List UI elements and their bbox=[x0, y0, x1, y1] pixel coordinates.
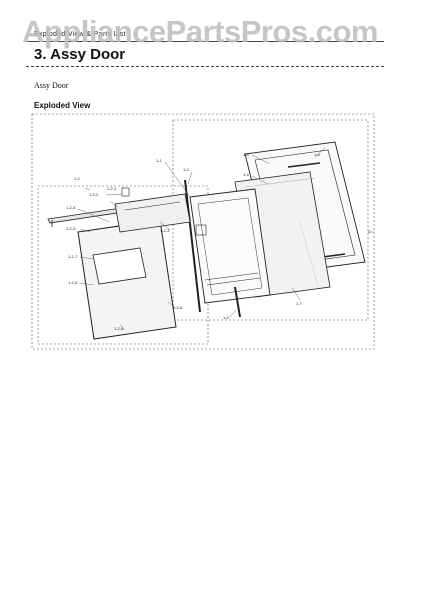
watermark: AppliancePartsPros.com bbox=[22, 14, 378, 49]
callout-1-7: 1-7 bbox=[296, 301, 303, 306]
callout-1-2-4: 1-2-4 bbox=[66, 205, 76, 210]
callout-1-5: 1-5 bbox=[223, 315, 230, 320]
callout-1-2-6: 1-2-6 bbox=[173, 305, 183, 310]
callout-1-2-9: 1-2-9 bbox=[66, 226, 76, 231]
leader-lines bbox=[77, 147, 374, 331]
callout-1-1: 1-1 bbox=[156, 158, 163, 163]
callout-1-2-2: 1-2-2 bbox=[89, 192, 99, 197]
title-rule bbox=[26, 66, 384, 67]
bracket-part bbox=[121, 187, 130, 197]
front-door-panel bbox=[77, 219, 177, 340]
control-trim bbox=[114, 193, 191, 233]
section-heading: Exploded View bbox=[34, 101, 91, 110]
exploded-view-diagram: 1 1-1 1-2 1-3 1-4 1-5 1-6 1-7 1-2 1-2-1 … bbox=[31, 113, 375, 350]
callout-1-2-top: 1-2 bbox=[74, 176, 81, 181]
callout-1-2-7: 1-2-7 bbox=[68, 254, 78, 259]
callout-1-2-3: 1-2-3 bbox=[160, 228, 170, 233]
page-subtitle: Assy Door bbox=[34, 81, 69, 90]
callout-1-2-5: 1-2-5 bbox=[68, 280, 78, 285]
callout-1-3: 1-3 bbox=[243, 152, 250, 157]
side-rails bbox=[184, 179, 241, 318]
callout-1-6: 1-6 bbox=[314, 152, 321, 157]
callout-1-2-1: 1-2-1 bbox=[107, 186, 117, 191]
section-label: Exploded View & Parts List bbox=[34, 31, 126, 38]
callout-1-2: 1-2 bbox=[183, 167, 190, 172]
inner-door-frame bbox=[189, 188, 271, 304]
callout-assy: 1 bbox=[368, 229, 371, 234]
header-rule bbox=[26, 41, 384, 42]
page-title: 3. Assy Door bbox=[34, 46, 126, 63]
outer-boundary bbox=[31, 113, 375, 350]
callout-1-4: 1-4 bbox=[243, 172, 250, 177]
callout-1-2-8: 1-2-8 bbox=[114, 326, 124, 331]
